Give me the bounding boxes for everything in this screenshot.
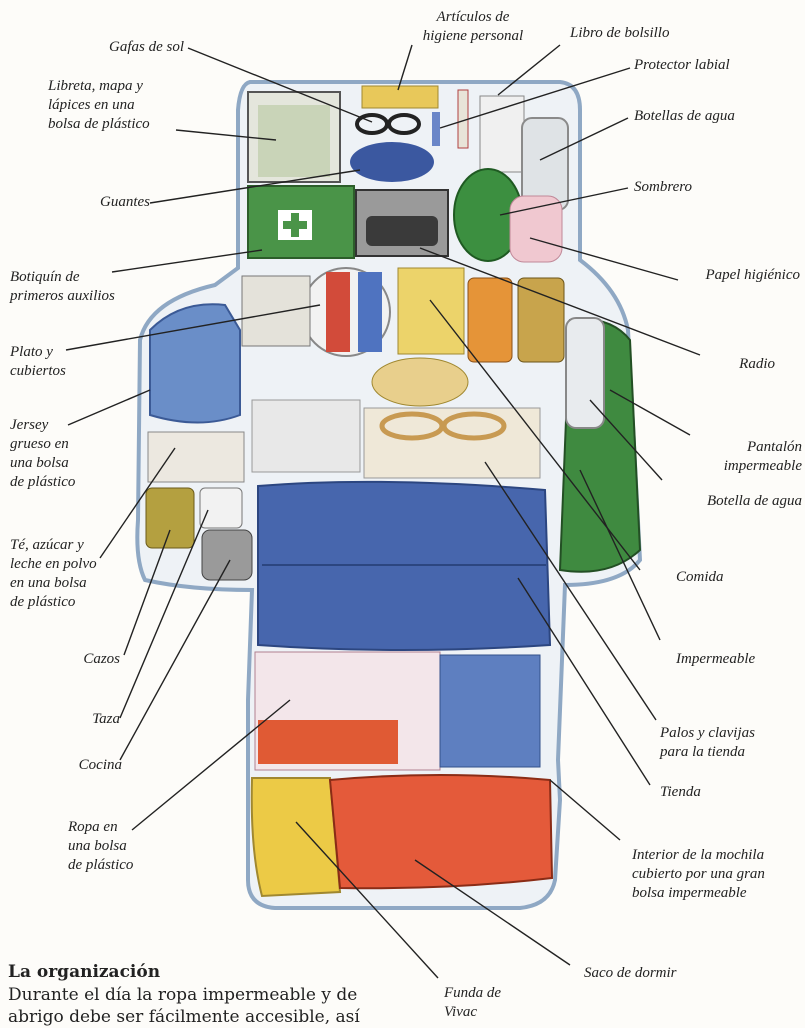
map-item [258, 105, 330, 177]
label-cup: Taza [40, 710, 120, 729]
stove-item [202, 530, 252, 580]
label-tent-poles: Palos y clavijas para la tienda [660, 724, 802, 762]
label-water-bottles: Botellas de agua [634, 107, 794, 126]
label-tea: Té, azúcar y leche en polvo en una bolsa… [10, 536, 160, 612]
jeans-item [440, 655, 540, 767]
label-pocket-book: Libro de bolsillo [570, 24, 750, 43]
label-water-bottle: Botella de agua [660, 492, 802, 511]
tea-containers-item [242, 276, 310, 346]
label-sunglasses: Gafas de sol [40, 38, 184, 57]
label-jersey: Jersey grueso en una bolsa de plástico [10, 416, 120, 492]
toilet-paper-item [510, 196, 562, 262]
food-jar-1 [468, 278, 512, 362]
label-radio: Radio [700, 355, 775, 374]
label-hat: Sombrero [634, 178, 794, 197]
label-plate: Plato y cubiertos [10, 343, 90, 381]
food-bag-blue [358, 272, 382, 352]
caption-block: La organización Durante el día la ropa i… [8, 962, 388, 1028]
label-sleeping-bag: Saco de dormir [584, 964, 734, 983]
label-waterproof: Impermeable [676, 650, 802, 669]
label-overtrousers: Pantalón impermeable [680, 438, 802, 476]
radio-speaker [366, 216, 438, 246]
label-gloves: Guantes [40, 193, 150, 212]
red-cloth-item [258, 720, 398, 764]
water-bottle-item [566, 318, 604, 428]
tea-bag-item [148, 432, 244, 482]
cup-item [200, 488, 242, 528]
lip-balm-item [432, 112, 440, 146]
caption-title: La organización [8, 962, 388, 982]
label-toilet-paper: Papel higiénico [630, 266, 800, 285]
gloves-item [350, 142, 434, 182]
utensils-item [252, 400, 360, 472]
label-lip-balm: Protector labial [634, 56, 794, 75]
first-aid-cross-h [283, 221, 307, 229]
food-jar-2 [518, 278, 564, 362]
biscuits-item [372, 358, 468, 406]
label-backpack-liner: Interior de la mochila cubierto por una … [632, 846, 804, 903]
food-packet-item [398, 268, 464, 354]
bivvy-bag-item [252, 778, 340, 896]
label-tent: Tienda [660, 783, 780, 802]
food-bag-red [326, 272, 350, 352]
label-food: Comida [676, 568, 796, 587]
label-notebook: Libreta, mapa y lápices en una bolsa de … [48, 77, 188, 134]
toiletries-item [362, 86, 438, 108]
sleeping-bag-item [330, 775, 552, 888]
label-bivvy-bag: Funda de Vivac [444, 984, 554, 1022]
label-clothes: Ropa en una bolsa de plástico [68, 818, 178, 875]
caption-text: Durante el día la ropa impermeable y de … [8, 984, 388, 1028]
book-item [480, 96, 524, 172]
label-pots: Cazos [40, 650, 120, 669]
label-first-aid: Botiquín de primeros auxilios [10, 268, 170, 306]
label-toiletries: Artículos de higiene personal [398, 8, 548, 46]
label-stove: Cocina [40, 756, 122, 775]
